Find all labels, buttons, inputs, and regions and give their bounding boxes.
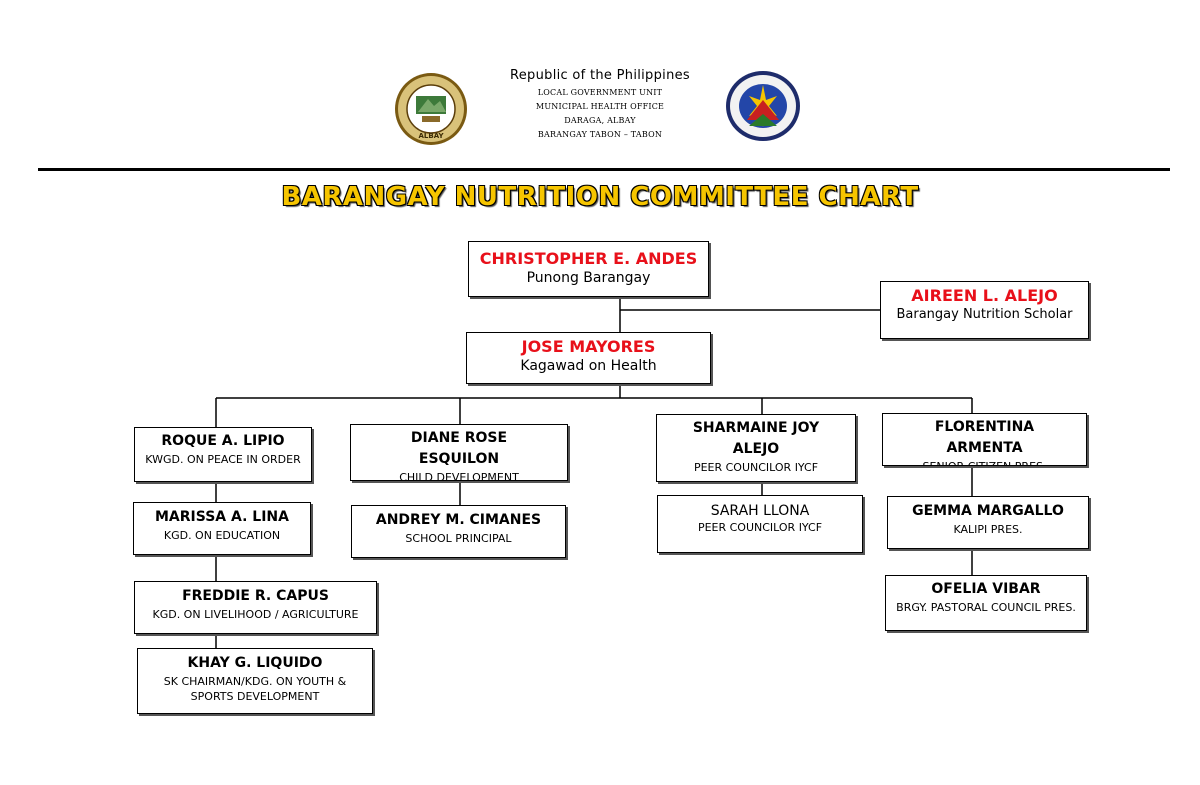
member-name: AIREEN L. ALEJO	[911, 286, 1058, 305]
svg-text:ALBAY: ALBAY	[418, 132, 444, 140]
member-name: OFELIA VIBAR	[931, 581, 1041, 597]
member-name: FREDDIE R. CAPUS	[182, 588, 329, 604]
header-republic: Republic of the Philippines	[510, 68, 690, 83]
member-name: CHRISTOPHER E. ANDES	[479, 249, 698, 268]
header-location: DARAGA, ALBAY	[564, 116, 636, 125]
member-role: CHILD DEVELOPMENT	[399, 471, 519, 481]
barangay-seal	[725, 70, 801, 142]
member-role: KGD. ON LIVELIHOOD / AGRICULTURE	[152, 608, 359, 621]
header-mho: MUNICIPAL HEALTH OFFICE	[535, 102, 665, 111]
member-name: GEMMA MARGALLO	[912, 503, 1064, 519]
member-role: BRGY. PASTORAL COUNCIL PRES.	[896, 601, 1076, 614]
member-name: MARISSA A. LINA	[155, 509, 289, 525]
member-role: Barangay Nutrition Scholar	[896, 307, 1073, 322]
municipality-seal: ALBAY	[394, 72, 468, 146]
member-name: SARAH LLONA	[710, 503, 810, 519]
member-name: DIANE ROSE ESQUILON	[410, 430, 508, 467]
member-role: SK CHAIRMAN/KDG. ON YOUTH & SPORTS DEVEL…	[163, 675, 347, 703]
member-box-cimanes: ANDREY M. CIMANES SCHOOL PRINCIPAL	[351, 505, 566, 558]
header-block: Republic of the Philippines LOCAL GOVERN…	[440, 68, 760, 139]
member-name: KHAY G. LIQUIDO	[187, 655, 323, 671]
member-name: JOSE MAYORES	[521, 337, 656, 356]
header-barangay: BARANGAY TABON – TABON	[537, 130, 663, 139]
member-role: KWGD. ON PEACE IN ORDER	[145, 453, 301, 466]
member-role: PEER COUNCILOR IYCF	[697, 521, 823, 534]
member-role: SENIOR CITIZEN PRES.	[883, 459, 1086, 465]
member-box-capus: FREDDIE R. CAPUS KGD. ON LIVELIHOOD / AG…	[134, 581, 377, 634]
header-lgu: LOCAL GOVERNMENT UNIT	[537, 88, 663, 97]
member-role: PEER COUNCILOR IYCF	[693, 461, 819, 474]
chart-title: BARANGAY NUTRITION COMMITTEE CHART	[281, 182, 919, 212]
member-role: KALIPI PRES.	[953, 523, 1023, 536]
member-box-margallo: GEMMA MARGALLO KALIPI PRES.	[887, 496, 1089, 549]
member-name: ANDREY M. CIMANES	[375, 512, 542, 528]
member-role: SCHOOL PRINCIPAL	[405, 532, 512, 545]
member-box-llona: SARAH LLONA PEER COUNCILOR IYCF	[657, 495, 863, 553]
member-box-liquido: KHAY G. LIQUIDO SK CHAIRMAN/KDG. ON YOUT…	[137, 648, 373, 714]
member-role: Punong Barangay	[526, 270, 651, 286]
member-box-scholar: AIREEN L. ALEJO Barangay Nutrition Schol…	[880, 281, 1089, 339]
member-name: SHARMAINE JOY ALEJO	[692, 420, 820, 457]
member-box-chair: CHRISTOPHER E. ANDES Punong Barangay	[468, 241, 709, 297]
member-box-armenta: FLORENTINA ARMENTA SENIOR CITIZEN PRES.	[882, 413, 1087, 466]
member-box-vibar: OFELIA VIBAR BRGY. PASTORAL COUNCIL PRES…	[885, 575, 1087, 631]
member-box-alejo: SHARMAINE JOY ALEJO PEER COUNCILOR IYCF	[656, 414, 856, 482]
member-box-lipio: ROQUE A. LIPIO KWGD. ON PEACE IN ORDER	[134, 427, 312, 482]
member-name: ROQUE A. LIPIO	[161, 433, 285, 449]
header-divider	[38, 168, 1170, 171]
member-role: Kagawad on Health	[520, 358, 657, 374]
member-box-esquilon: DIANE ROSE ESQUILON CHILD DEVELOPMENT	[350, 424, 568, 481]
member-name: FLORENTINA ARMENTA	[934, 419, 1035, 456]
member-role: KGD. ON EDUCATION	[163, 529, 281, 542]
member-box-health: JOSE MAYORES Kagawad on Health	[466, 332, 711, 384]
member-box-lina: MARISSA A. LINA KGD. ON EDUCATION	[133, 502, 311, 555]
